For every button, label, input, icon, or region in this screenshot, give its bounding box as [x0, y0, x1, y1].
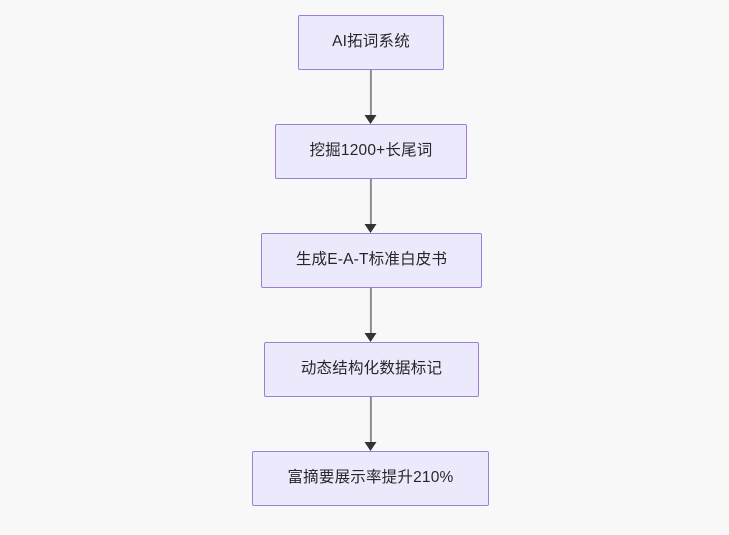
edge-line	[369, 70, 373, 116]
arrowhead-icon	[364, 224, 377, 233]
arrowhead-icon	[364, 115, 377, 124]
arrowhead-icon	[364, 333, 377, 342]
flow-node-longtail-mining[interactable]: 挖掘1200+长尾词	[275, 124, 467, 179]
flow-node-ai-keyword-system[interactable]: AI拓词系统	[298, 15, 444, 70]
flow-node-eat-whitepaper[interactable]: 生成E-A-T标准白皮书	[261, 233, 482, 288]
arrowhead-icon	[364, 442, 377, 451]
edge-line	[369, 288, 373, 334]
edge-line	[369, 397, 373, 443]
flow-node-structured-data-markup[interactable]: 动态结构化数据标记	[264, 342, 479, 397]
edge-line	[369, 179, 373, 225]
flow-node-rich-snippet-result[interactable]: 富摘要展示率提升210%	[252, 451, 489, 506]
